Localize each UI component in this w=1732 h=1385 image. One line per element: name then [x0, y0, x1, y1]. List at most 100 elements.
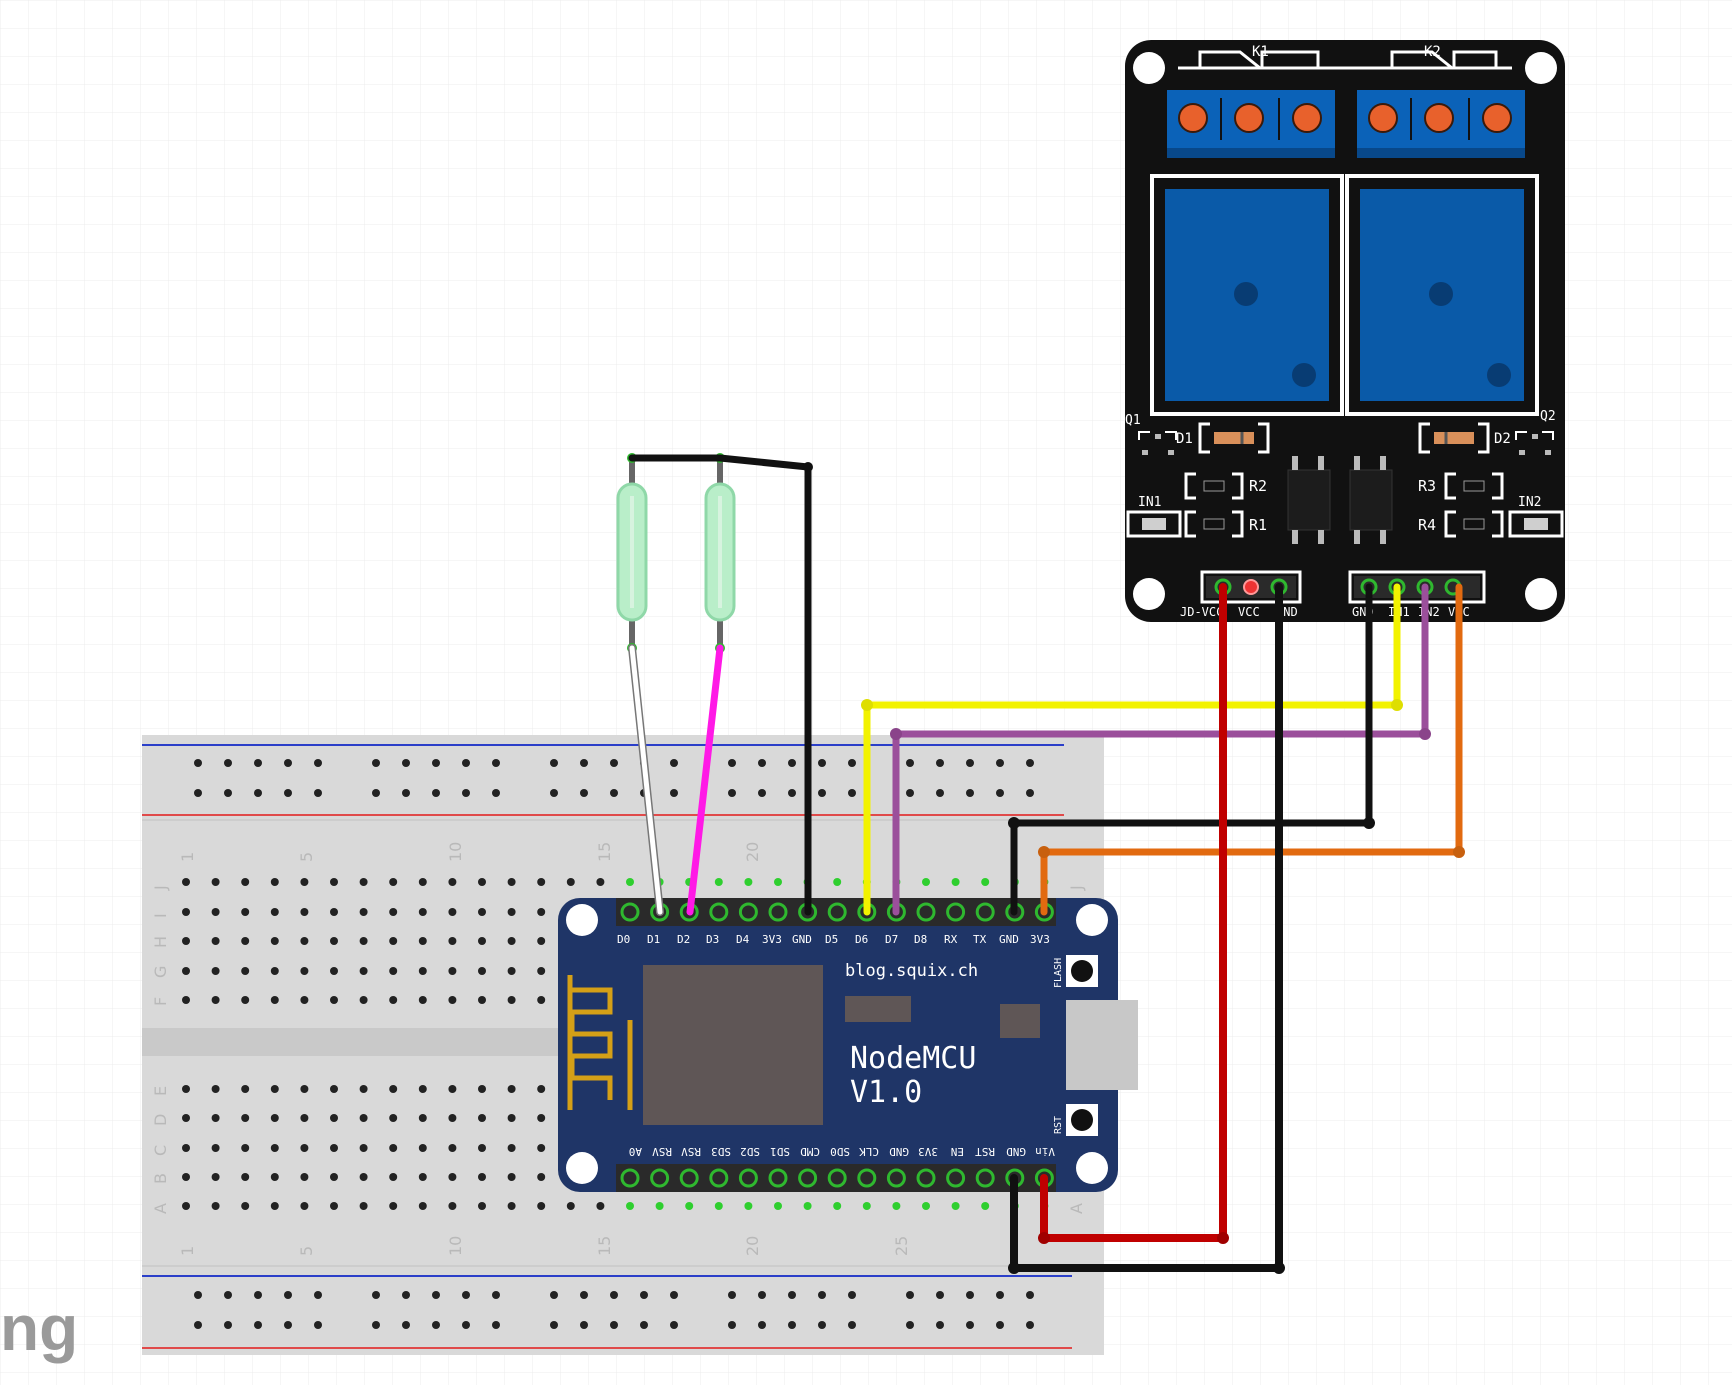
breadboard-hole[interactable] — [241, 1173, 250, 1181]
breadboard-hole[interactable] — [182, 1085, 190, 1093]
breadboard-hole[interactable] — [418, 996, 427, 1004]
breadboard-hole[interactable] — [833, 1202, 842, 1210]
rail-hole[interactable] — [728, 759, 736, 767]
breadboard-hole[interactable] — [418, 1114, 427, 1122]
breadboard-hole[interactable] — [448, 908, 457, 916]
breadboard-hole[interactable] — [418, 1085, 427, 1093]
breadboard-hole[interactable] — [211, 1144, 220, 1152]
rail-hole[interactable] — [996, 1321, 1004, 1329]
rail-hole[interactable] — [966, 789, 974, 797]
terminal-block-k1[interactable] — [1167, 90, 1335, 158]
breadboard-hole[interactable] — [537, 1144, 546, 1152]
breadboard-hole[interactable] — [211, 996, 220, 1004]
breadboard-hole[interactable] — [389, 878, 398, 886]
breadboard-hole[interactable] — [566, 1202, 575, 1210]
breadboard-hole[interactable] — [359, 878, 368, 886]
breadboard-hole[interactable] — [389, 1114, 398, 1122]
breadboard-hole[interactable] — [478, 1202, 486, 1210]
breadboard-hole[interactable] — [330, 1173, 338, 1181]
rail-hole[interactable] — [580, 759, 588, 767]
breadboard-hole[interactable] — [389, 967, 398, 975]
breadboard-hole[interactable] — [270, 878, 279, 886]
rail-hole[interactable] — [432, 759, 440, 767]
breadboard-hole[interactable] — [537, 1173, 546, 1181]
jumper-pin-red[interactable] — [1243, 579, 1259, 595]
rail-hole[interactable] — [462, 789, 470, 797]
nodemcu-top-pin[interactable] — [975, 902, 995, 922]
breadboard-hole[interactable] — [389, 996, 398, 1004]
breadboard-hole[interactable] — [537, 996, 546, 1004]
breadboard-hole[interactable] — [448, 1085, 457, 1093]
breadboard-hole[interactable] — [714, 1202, 723, 1210]
breadboard-hole[interactable] — [182, 1173, 190, 1181]
breadboard-hole[interactable] — [537, 937, 546, 945]
breadboard-hole[interactable] — [626, 878, 634, 886]
rail-hole[interactable] — [550, 759, 558, 767]
rail-hole[interactable] — [996, 1291, 1004, 1299]
breadboard-hole[interactable] — [448, 1173, 457, 1181]
breadboard-hole[interactable] — [507, 996, 516, 1004]
rail-hole[interactable] — [462, 1291, 470, 1299]
rail-hole[interactable] — [848, 1291, 856, 1299]
nodemcu-bottom-pin[interactable] — [798, 1168, 818, 1188]
rail-hole[interactable] — [372, 789, 380, 797]
breadboard-hole[interactable] — [270, 967, 279, 975]
rail-hole[interactable] — [224, 759, 232, 767]
breadboard-hole[interactable] — [359, 908, 368, 916]
breadboard-hole[interactable] — [448, 967, 457, 975]
breadboard-hole[interactable] — [922, 878, 930, 886]
breadboard-hole[interactable] — [862, 1202, 871, 1210]
breadboard-hole[interactable] — [330, 937, 338, 945]
rail-hole[interactable] — [758, 759, 766, 767]
breadboard-hole[interactable] — [418, 1202, 427, 1210]
breadboard-hole[interactable] — [981, 1202, 990, 1210]
rail-hole[interactable] — [936, 789, 944, 797]
wire-red-jdvcc[interactable] — [1040, 583, 1227, 1242]
breadboard-hole[interactable] — [270, 1202, 279, 1210]
breadboard-hole[interactable] — [330, 1202, 338, 1210]
rail-hole[interactable] — [728, 1291, 736, 1299]
rail-hole[interactable] — [254, 1321, 262, 1329]
breadboard-hole[interactable] — [300, 996, 309, 1004]
wire-black-reed-gnd[interactable] — [628, 454, 812, 916]
breadboard-hole[interactable] — [922, 1202, 930, 1210]
breadboard-hole[interactable] — [803, 1202, 812, 1210]
breadboard-hole[interactable] — [418, 878, 427, 886]
wire-black-gnd-bottom[interactable] — [1010, 583, 1283, 1272]
breadboard-hole[interactable] — [300, 878, 309, 886]
breadboard-hole[interactable] — [507, 967, 516, 975]
breadboard-hole[interactable] — [359, 996, 368, 1004]
breadboard-hole[interactable] — [211, 1114, 220, 1122]
breadboard-hole[interactable] — [241, 967, 250, 975]
nodemcu-bottom-pin[interactable] — [946, 1168, 966, 1188]
breadboard-hole[interactable] — [981, 878, 990, 886]
breadboard-hole[interactable] — [330, 967, 338, 975]
breadboard-hole[interactable] — [241, 1144, 250, 1152]
rail-hole[interactable] — [818, 789, 826, 797]
nodemcu-top-pin[interactable] — [709, 902, 729, 922]
rail-hole[interactable] — [372, 1321, 380, 1329]
terminal-screw-icon[interactable] — [1368, 103, 1398, 133]
nodemcu-board[interactable]: D0 D1 D2 D3 D4 3V3 GND D5 D6 D7 D8 RX TX… — [558, 898, 1138, 1192]
rail-hole[interactable] — [224, 789, 232, 797]
rail-hole[interactable] — [580, 1321, 588, 1329]
rail-hole[interactable] — [670, 1291, 678, 1299]
breadboard-hole[interactable] — [330, 1144, 338, 1152]
breadboard-hole[interactable] — [211, 1202, 220, 1210]
breadboard-hole[interactable] — [655, 1202, 664, 1210]
rail-hole[interactable] — [194, 759, 202, 767]
reed-switch-2[interactable] — [704, 453, 736, 653]
rail-hole[interactable] — [372, 759, 380, 767]
breadboard-hole[interactable] — [744, 878, 753, 886]
nodemcu-top-pin[interactable] — [946, 902, 966, 922]
breadboard-hole[interactable] — [537, 878, 546, 886]
breadboard-hole[interactable] — [300, 967, 309, 975]
rail-hole[interactable] — [996, 759, 1004, 767]
rail-hole[interactable] — [372, 1291, 380, 1299]
rail-hole[interactable] — [906, 759, 914, 767]
breadboard-hole[interactable] — [359, 1144, 368, 1152]
breadboard-hole[interactable] — [537, 1114, 546, 1122]
nodemcu-bottom-pin[interactable] — [975, 1168, 995, 1188]
breadboard-hole[interactable] — [359, 1202, 368, 1210]
rail-hole[interactable] — [788, 789, 796, 797]
